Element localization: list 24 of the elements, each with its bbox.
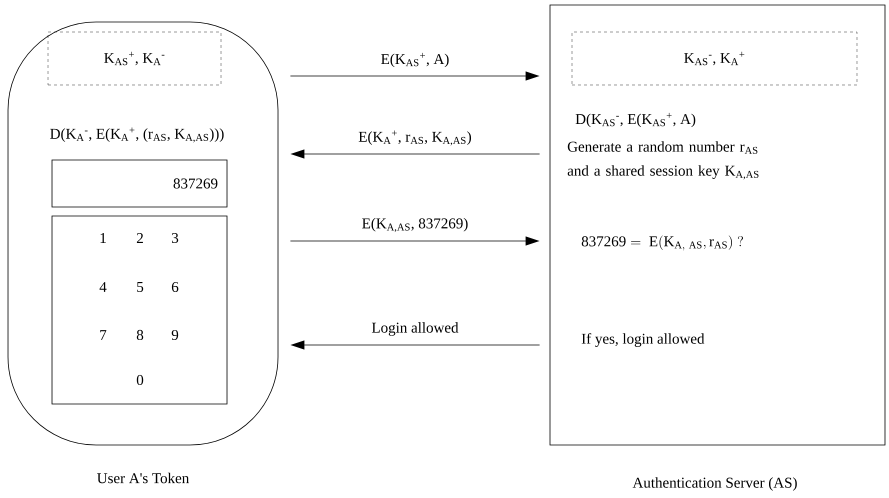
keypad-digit: 8 bbox=[136, 330, 144, 340]
keypad-digit: 3 bbox=[172, 232, 178, 244]
formula: $\mathrm{837269 =\ E(K_{A,\ AS}, r_{AS})\ ?}$ bbox=[582, 235, 743, 251]
edge-label: E(K$_{A}$$^{+}$, r$_{AS}$, K$_{A,AS}$) bbox=[357, 130, 473, 146]
keypad-digit: 7 bbox=[100, 330, 106, 340]
display-box: 837269 bbox=[52, 160, 228, 208]
keypad-digit: 5 bbox=[137, 282, 144, 292]
edge-label: E(K$_{AS}$$^{+}$, A) bbox=[380, 52, 450, 68]
keypad-digit: 4 bbox=[100, 282, 107, 292]
step-text: If yes, login allowed bbox=[582, 333, 704, 347]
key-box: K$_{AS}$$^{-}$, K$_{A}$+ bbox=[572, 32, 858, 86]
key-box: K$_{AS}$$^{+}$, K$_{A}$- bbox=[48, 32, 222, 86]
node-label: User A's Token bbox=[97, 472, 190, 484]
keypad-digit: 9 bbox=[172, 330, 178, 340]
keypad-digit: 1 bbox=[100, 233, 106, 243]
edge-label: E(K$_{A,AS}$, 837269) bbox=[360, 216, 470, 234]
keypad-digit: 6 bbox=[172, 282, 178, 292]
step-text: Generate a random number r$_{AS}$ and a shared session key K$_{A,AS}$ bbox=[568, 141, 758, 180]
keypad-digit: 0 bbox=[136, 374, 144, 386]
formula-text: D(K$_{AS}$$^{-}$, E(K$_{AS}$$^{+}$, A) bbox=[576, 112, 696, 128]
edge-label: Login allowed bbox=[370, 321, 460, 337]
node-label: Authentication Server (AS) bbox=[632, 477, 797, 491]
formula-text: D(K$_{A}$$^{-}$, E(K$_{A}$$^{+}$, (r$_{AS}$, K$_{A,AS}$))) bbox=[50, 128, 224, 142]
keypad-digit: 2 bbox=[136, 233, 143, 243]
